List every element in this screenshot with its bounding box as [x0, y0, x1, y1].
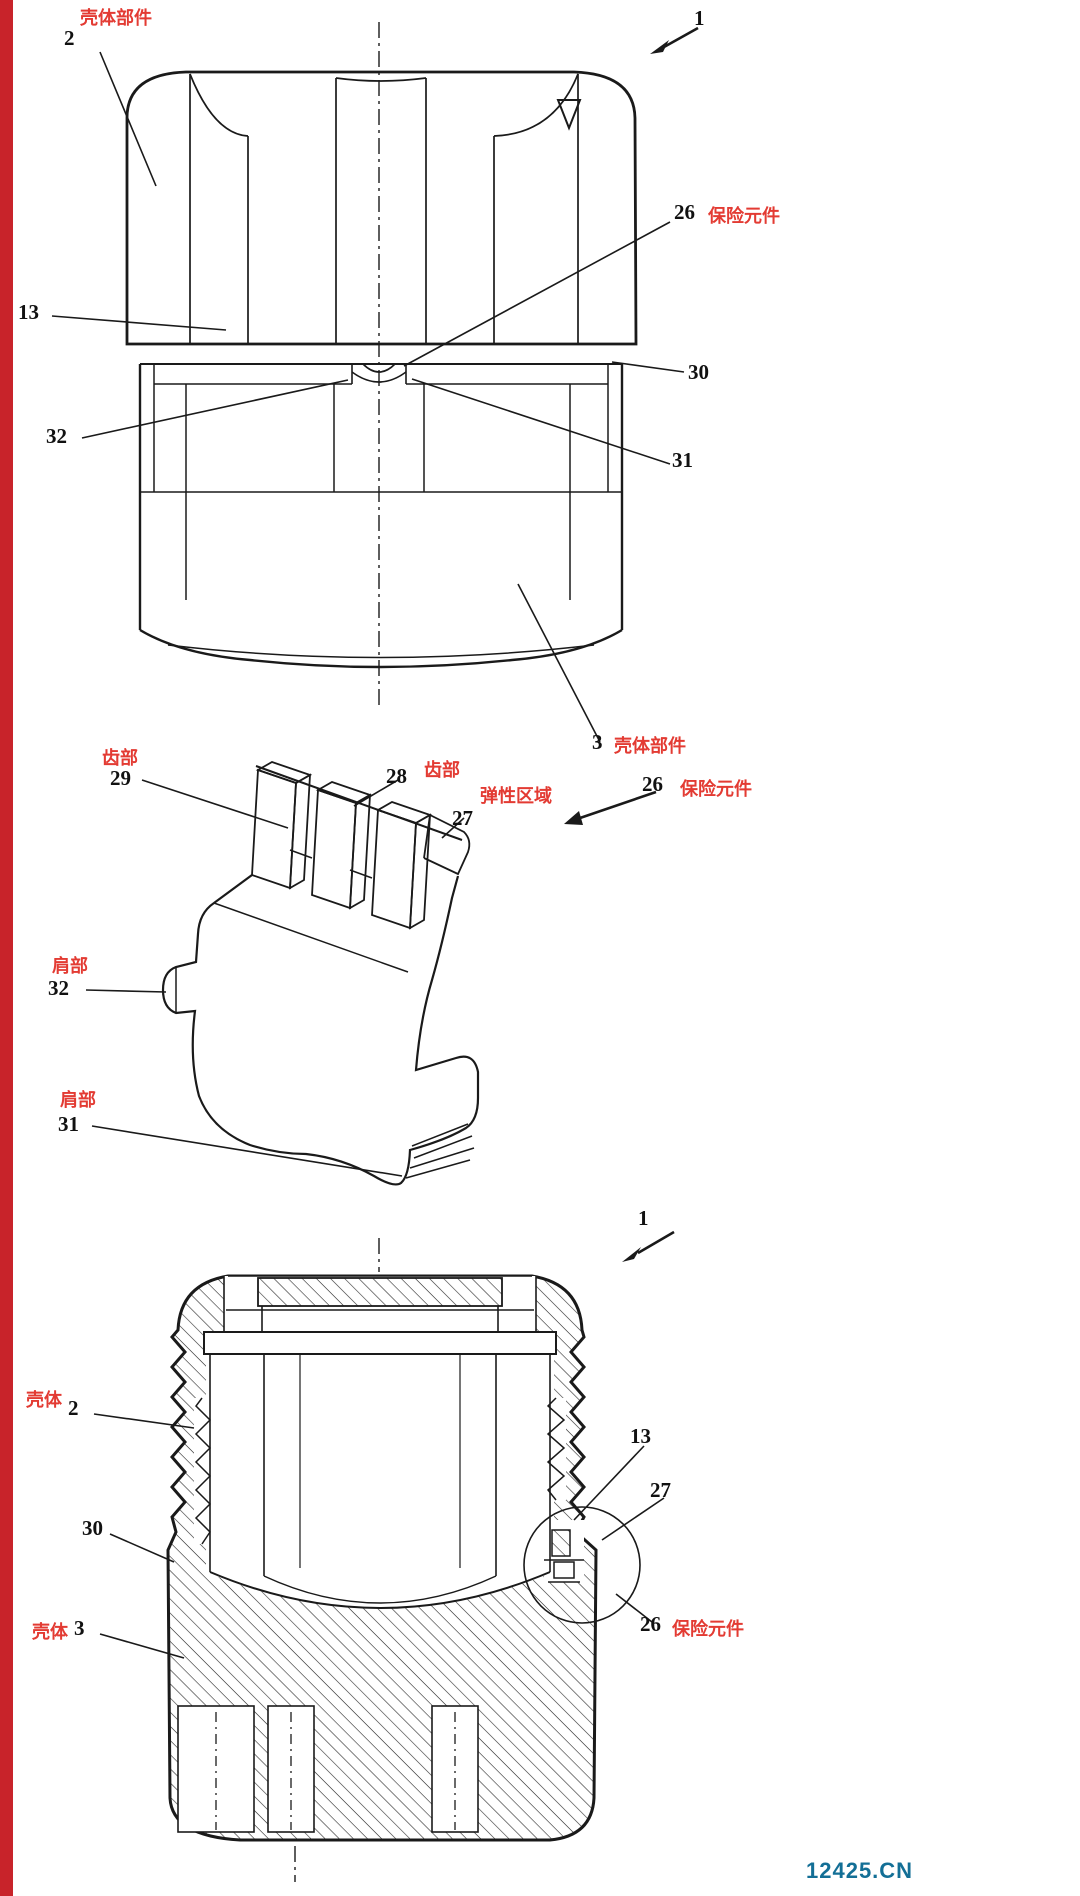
fig3-callout-safety-element: 保险元件	[672, 1619, 744, 1639]
fig2-body-outline	[161, 874, 480, 1186]
fig3-arrow-1-head	[622, 1247, 641, 1262]
fig2-callout-shoulder-upper: 肩部	[52, 956, 88, 976]
fig3-leader-2	[93, 1413, 195, 1429]
fig3-inner-lines	[209, 1275, 551, 1609]
fig1-cap-ribs	[189, 73, 579, 344]
fig1-ref-2: 2	[64, 26, 75, 50]
fig1-body	[138, 364, 624, 669]
fig2-leader-31	[91, 1125, 403, 1177]
fig1-ref-31: 31	[672, 448, 693, 472]
fig1-arrow-1-shaft	[663, 26, 699, 49]
fig2-drawing	[85, 761, 657, 1186]
fig2-callout-tooth-left: 齿部	[102, 748, 138, 768]
fig1-ref-32: 32	[46, 424, 67, 448]
fig2-callout-safety-element: 保险元件	[680, 779, 752, 799]
fig3-centerlines	[294, 1238, 380, 1882]
fig3-ref-2: 2	[68, 1396, 79, 1420]
fig2-ref-28: 28	[386, 764, 407, 788]
fig1-ref-3: 3	[592, 730, 603, 754]
fig2-callout-tooth-right: 齿部	[424, 760, 460, 780]
fig2-ref-26: 26	[642, 772, 663, 796]
fig2-leader-32	[85, 989, 167, 993]
fig3-leader-26	[615, 1593, 653, 1623]
fig2-shoulder-grooves	[405, 1123, 475, 1179]
fig3-leader-30	[109, 1533, 175, 1563]
fig2-ref-27: 27	[452, 806, 473, 830]
fig3-ref-26: 26	[640, 1612, 661, 1636]
fig3-flange-band	[203, 1331, 557, 1355]
fig2-leader-29	[141, 779, 289, 829]
fig1-drawing	[51, 22, 699, 743]
fig1-pointer-triangle	[556, 99, 582, 131]
fig1-safety-latch	[351, 363, 407, 384]
fig3-drawing	[93, 1230, 675, 1882]
fig3-leader-lines	[93, 1230, 675, 1659]
fig3-inner-cap-hatched	[257, 1277, 503, 1307]
fig2-elastic-region	[423, 814, 471, 876]
fig1-ref-13: 13	[18, 300, 39, 324]
fig2-callout-shoulder-lower: 肩部	[60, 1090, 96, 1110]
fig3-callout-housing-3: 壳体	[32, 1622, 68, 1642]
fig1-leader-2	[99, 51, 157, 187]
fig3-leader-3	[99, 1633, 185, 1659]
fig3-ref-27: 27	[650, 1478, 671, 1502]
fig3-cavity	[206, 1354, 554, 1608]
fig3-ref-1: 1	[638, 1206, 649, 1230]
fig3-thread-right	[546, 1397, 566, 1501]
fig2-ref-31: 31	[58, 1112, 79, 1136]
fig2-callout-elastic-region: 弹性区域	[480, 786, 552, 806]
fig1-callout-housing-part-bottom: 壳体部件	[614, 736, 686, 756]
fig3-ref-13: 13	[630, 1424, 651, 1448]
fig2-arrow-26-head	[564, 811, 583, 825]
fig1-callout-housing-part-top: 壳体部件	[80, 8, 152, 28]
fig2-arrow-26-shaft	[579, 790, 657, 820]
fig2-leader-27	[441, 817, 465, 839]
fig2-leader-lines	[85, 779, 657, 1177]
fig1-callout-safety-element: 保险元件	[708, 206, 780, 226]
fig1-leader-13	[51, 315, 227, 331]
fig1-leader-3	[517, 583, 601, 743]
fig3-thread-left	[194, 1397, 212, 1545]
fig2-body-inner	[175, 849, 409, 1013]
fig3-leader-13	[573, 1445, 645, 1521]
fig1-leader-32	[81, 379, 349, 439]
fig2-ref-29: 29	[110, 766, 131, 790]
fig2-tooth-3	[371, 801, 433, 930]
fig1-ref-1: 1	[694, 6, 705, 30]
fig2-tooth-2	[311, 781, 373, 910]
fig1-leader-lines	[51, 26, 699, 743]
fig1-leader-30	[611, 361, 685, 373]
fig3-leg-centerlines	[215, 1712, 456, 1830]
fig3-ref-3: 3	[74, 1616, 85, 1640]
fig3-ref-30: 30	[82, 1516, 103, 1540]
fig1-arrow-1-head	[650, 40, 669, 54]
fig3-detail-circle	[523, 1506, 641, 1624]
fig2-leader-28	[353, 779, 399, 807]
fig1-ref-30: 30	[688, 360, 709, 384]
watermark: 12425.CN	[806, 1858, 914, 1883]
fig2-tooth-1	[251, 761, 313, 890]
fig3-arrow-1-shaft	[637, 1230, 675, 1255]
fig1-leader-31	[411, 378, 671, 465]
fig1-cap-outline	[125, 70, 638, 346]
fig3-leader-27	[601, 1497, 665, 1541]
fig1-leader-26	[403, 221, 671, 367]
fig1-body-inner	[140, 364, 622, 659]
left-red-bar	[0, 0, 13, 1896]
fig1-ref-26: 26	[674, 200, 695, 224]
fig3-callout-housing-2: 壳体	[26, 1390, 62, 1410]
fig2-ref-32: 32	[48, 976, 69, 1000]
